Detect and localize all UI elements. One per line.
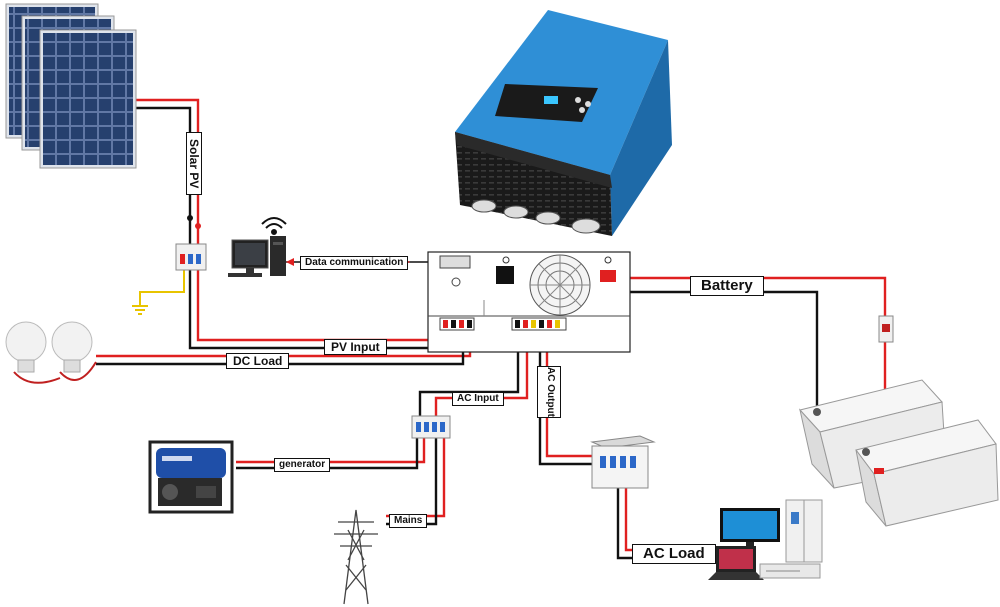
pv-input-positive-wire [196,268,457,342]
solar-panels [5,3,137,169]
pv-input-negative-wire [188,268,450,350]
distribution-box-icon [590,435,656,489]
battery-fuse [878,315,894,343]
power-pylon-icon [334,509,378,605]
ac-output-label: AC Output [537,366,561,418]
ac-load-label: AC Load [632,544,716,564]
ground-wire [139,268,185,306]
generator-icon [148,440,234,514]
laptop-icon [708,546,764,580]
data-communication-label: Data communication [300,256,409,270]
battery-label: Battery [690,276,764,296]
mains-label: Mains [389,514,428,528]
ac-input-label: AC Input [452,392,504,406]
ground-icon [132,305,148,315]
inverter-unit [455,10,672,236]
dvd-player-icon [759,563,821,579]
refrigerator-icon [785,499,823,563]
generator-label: generator [274,458,331,472]
solar-positive-wire [136,98,200,250]
ac-load-wire-red [624,486,710,552]
wifi-icon [261,217,287,235]
inverter-terminal-panel [427,251,631,353]
dc-load-positive-wire [96,318,472,358]
desktop-computer-icon [228,236,286,277]
battery-bank [799,379,999,527]
solar-pv-label: Solar PV [186,132,202,196]
tv-icon [720,508,780,546]
dc-load-label: DC Load [226,353,290,369]
solar-negative-wire [136,106,192,250]
pv-breaker [175,215,207,271]
ac-input-breaker [411,415,451,439]
light-bulb-icon [5,321,97,384]
mains-wire-black [386,436,438,526]
pv-input-label: PV Input [324,339,387,355]
